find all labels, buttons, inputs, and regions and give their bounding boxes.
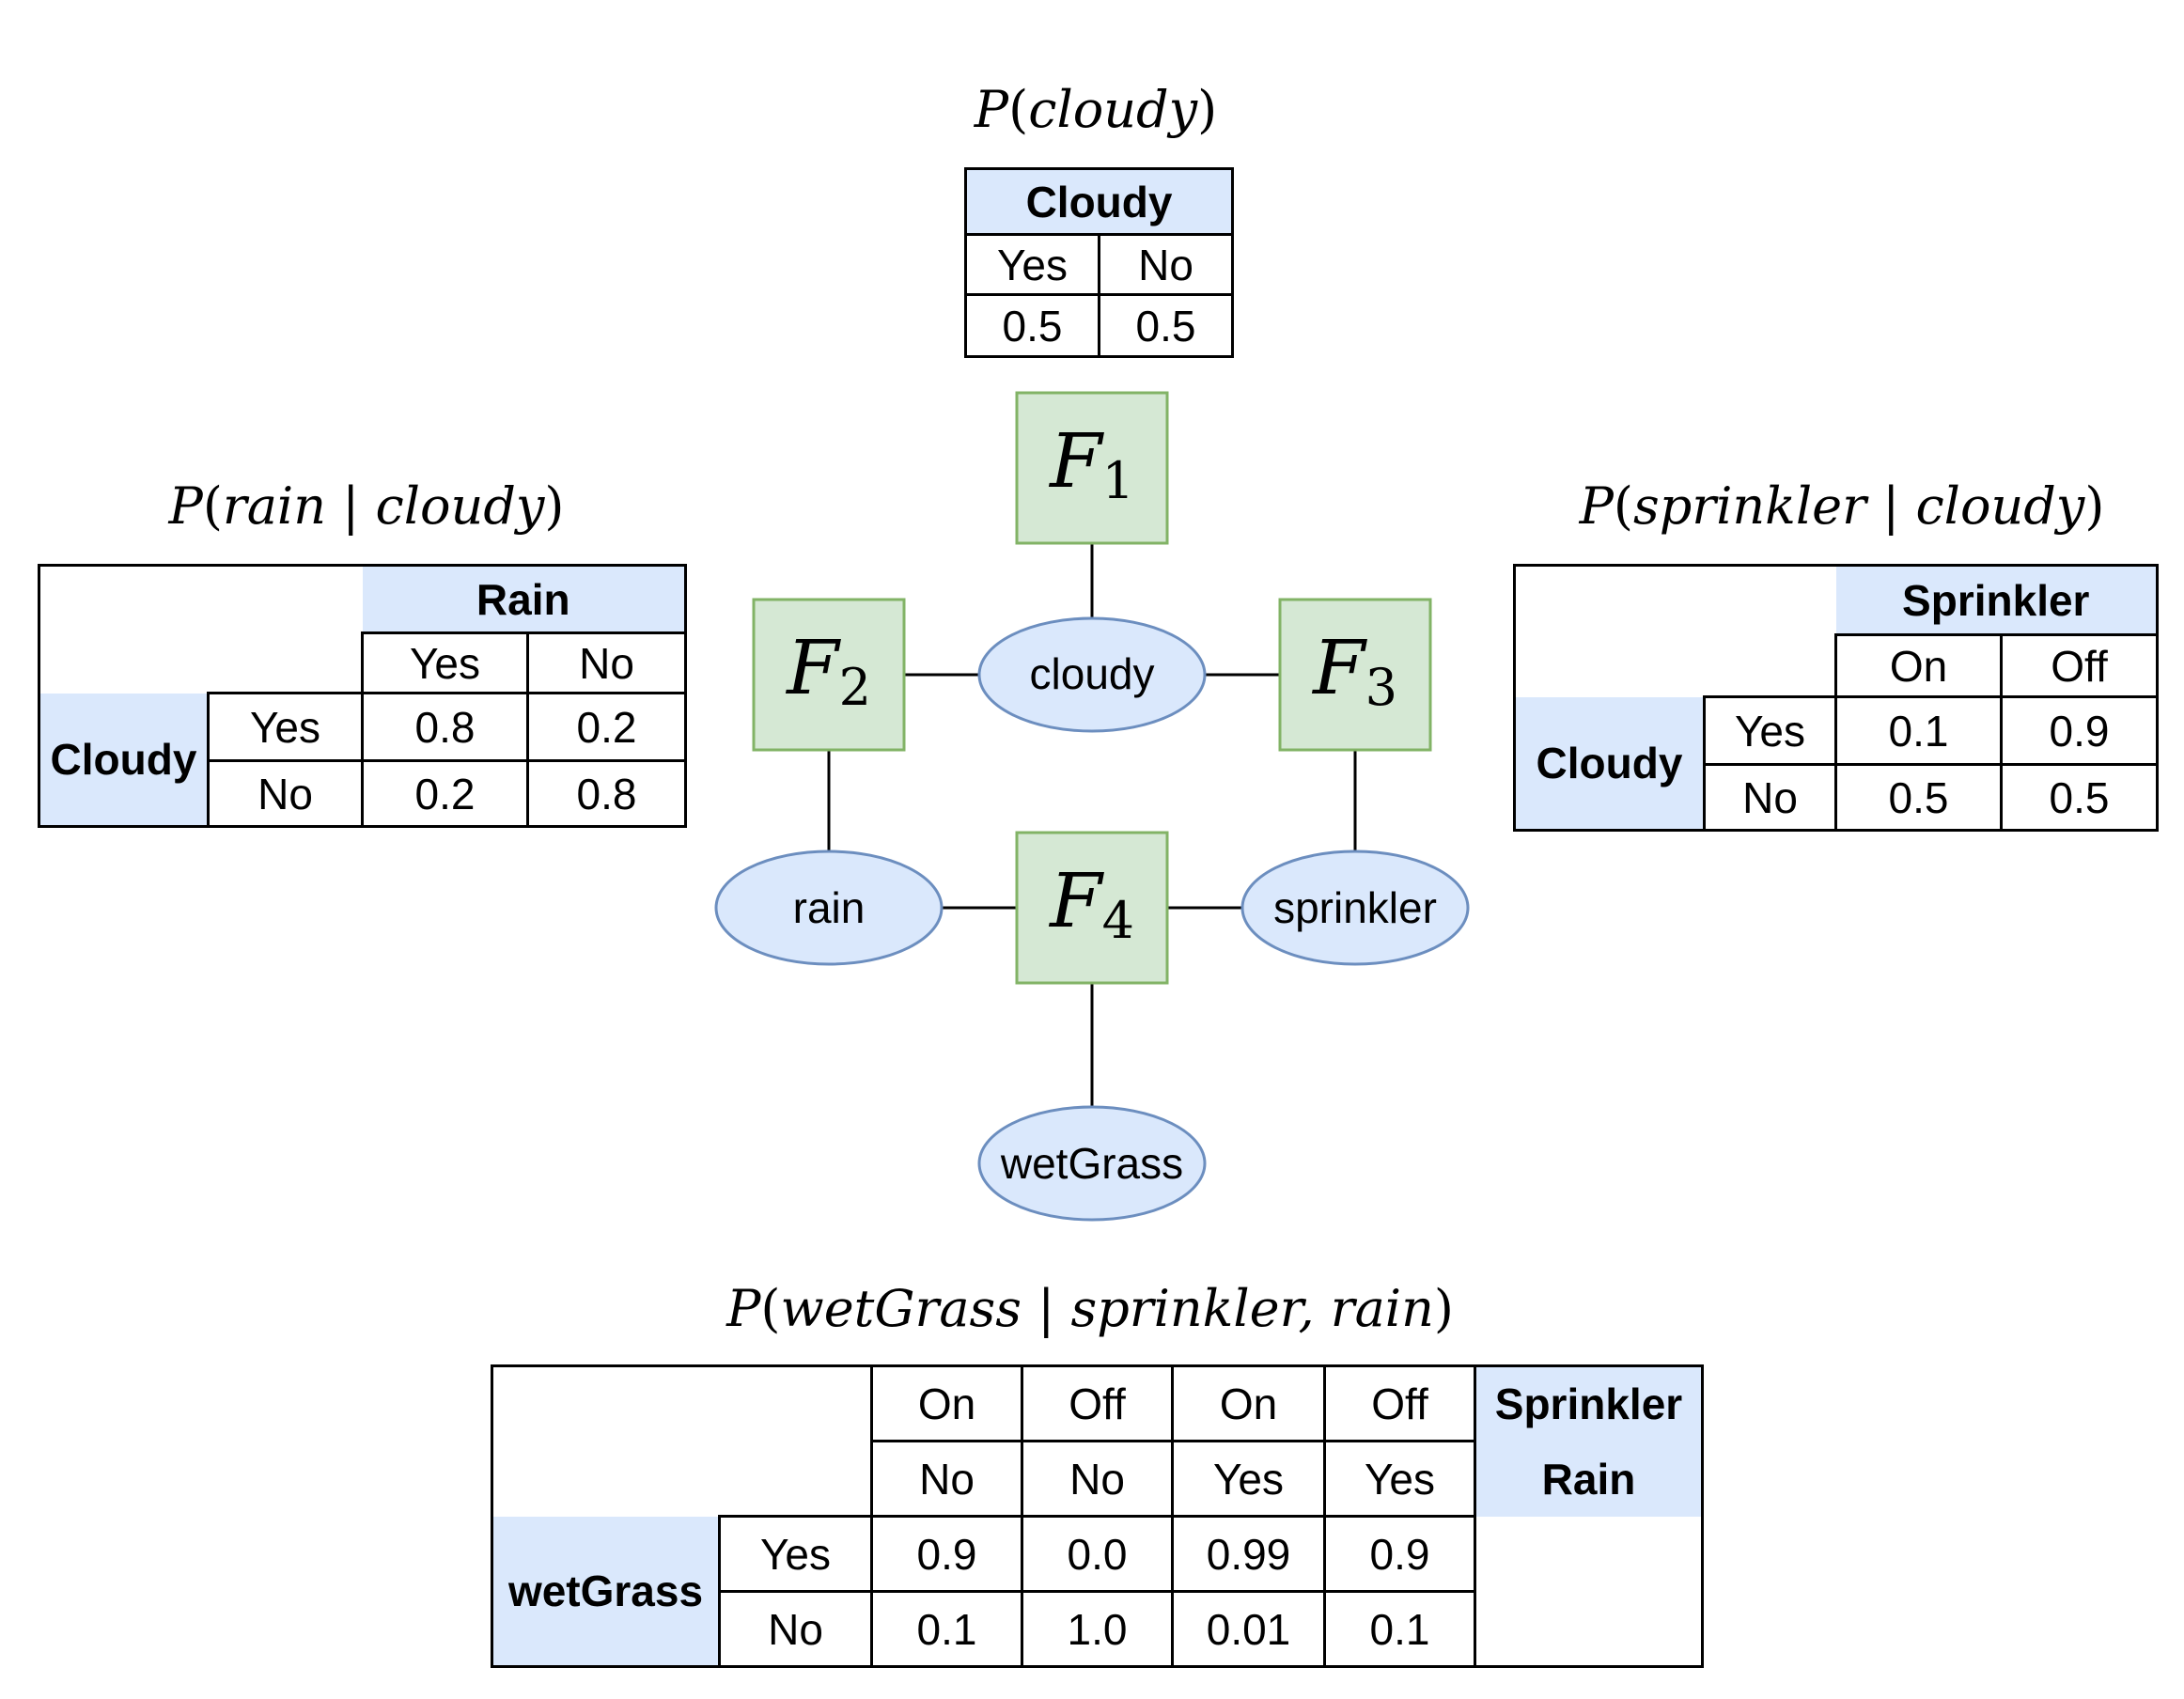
sprinkler-row-label-no: No	[1703, 763, 1837, 832]
sprinkler-col-off: Off	[1999, 633, 2160, 698]
variable-node-rain: rain	[714, 850, 944, 966]
sprinkler-row-label-yes: Yes	[1703, 695, 1837, 766]
rain-row-label-no: No	[207, 759, 364, 828]
wetgrass-col-sprinkler: Off	[1323, 1364, 1476, 1442]
rain-cell: 0.2	[526, 692, 687, 762]
rain-cell: 0.2	[361, 759, 529, 828]
sprinkler-cell: 0.5	[1999, 763, 2160, 832]
wetgrass-col-rain: Yes	[1323, 1440, 1476, 1518]
sprinkler-cell: 0.9	[1999, 695, 2160, 766]
rain-table-corner	[39, 565, 363, 633]
rain-table-corner-lower	[39, 632, 363, 694]
variable-node-sprinkler: sprinkler	[1240, 850, 1470, 966]
wetgrass-col-rain: No	[870, 1440, 1023, 1518]
caption-p-rain-given-cloudy: P(rain | cloudy)	[168, 476, 565, 536]
cloudy-value-no: 0.5	[1097, 293, 1235, 358]
table-p-sprinkler-given-cloudy: Sprinkler On Off Cloudy Yes 0.1 0.9 No 0…	[1513, 564, 2160, 832]
wetgrass-col-sprinkler: On	[1171, 1364, 1326, 1442]
wetgrass-header-sprinkler: Sprinkler	[1474, 1365, 1703, 1442]
wetgrass-col-sprinkler: Off	[1021, 1364, 1174, 1442]
rain-row-header-cloudy: Cloudy	[39, 693, 209, 827]
sprinkler-cell: 0.5	[1834, 763, 2003, 832]
factor-node-f4: F4	[1015, 831, 1169, 985]
wetgrass-cell: 0.1	[870, 1590, 1023, 1668]
sprinkler-col-on: On	[1834, 633, 2003, 698]
table-p-rain-given-cloudy: Rain Yes No Cloudy Yes 0.8 0.2 No 0.2 0.…	[38, 564, 687, 828]
svg-text:F1: F1	[1048, 417, 1134, 510]
rain-row-label-yes: Yes	[207, 692, 364, 762]
graph-edges	[827, 543, 1357, 1107]
rain-col-yes: Yes	[361, 631, 529, 694]
svg-text:F2: F2	[785, 624, 871, 717]
factor-node-f3: F3	[1278, 598, 1432, 752]
svg-text:F4: F4	[1048, 857, 1134, 950]
caption-p-cloudy: P(cloudy)	[974, 80, 1218, 139]
sprinkler-table-corner	[1514, 565, 1836, 635]
sprinkler-column-header: Sprinkler	[1835, 565, 2158, 635]
svg-text:cloudy: cloudy	[1030, 649, 1155, 698]
factor-node-f1: F1	[1015, 391, 1169, 545]
cloudy-value-yes: 0.5	[964, 293, 1100, 358]
wetgrass-row-label-yes: Yes	[718, 1515, 873, 1593]
wetgrass-cell: 0.9	[1323, 1515, 1476, 1593]
sprinkler-table-corner-lower	[1514, 634, 1836, 697]
svg-text:F3: F3	[1311, 624, 1397, 717]
wetgrass-cell: 0.99	[1171, 1515, 1326, 1593]
svg-text:rain: rain	[793, 883, 866, 932]
wetgrass-cell: 0.1	[1323, 1590, 1476, 1668]
sprinkler-cell: 0.1	[1834, 695, 2003, 766]
wetgrass-cell: 1.0	[1021, 1590, 1174, 1668]
wetgrass-row-header: wetGrass	[491, 1516, 720, 1667]
table-p-cloudy: Cloudy Yes No 0.5 0.5	[964, 167, 1235, 358]
wetgrass-cell: 0.9	[870, 1515, 1023, 1593]
rain-col-no: No	[526, 631, 687, 694]
svg-text:wetGrass: wetGrass	[1000, 1139, 1183, 1188]
wetgrass-table-corner-lower	[491, 1441, 872, 1517]
wetgrass-col-rain: Yes	[1171, 1440, 1326, 1518]
factor-node-f2: F2	[752, 598, 906, 752]
wetgrass-col-sprinkler: On	[870, 1364, 1023, 1442]
cloudy-col-no: No	[1097, 233, 1235, 296]
variable-node-wetgrass: wetGrass	[977, 1105, 1207, 1222]
rain-cell: 0.8	[526, 759, 687, 828]
table-p-wetgrass-given-sprinkler-rain: On Off On Off Sprinkler No No Yes Yes Ra…	[491, 1364, 1704, 1668]
wetgrass-cell: 0.0	[1021, 1515, 1174, 1593]
sprinkler-row-header-cloudy: Cloudy	[1514, 696, 1705, 831]
rain-column-header: Rain	[362, 565, 686, 633]
wetgrass-table-corner	[491, 1365, 872, 1442]
wetgrass-cell: 0.01	[1171, 1590, 1326, 1668]
rain-cell: 0.8	[361, 692, 529, 762]
caption-p-sprinkler-given-cloudy: P(sprinkler | cloudy)	[1579, 476, 2105, 536]
wetgrass-col-rain: No	[1021, 1440, 1174, 1518]
variable-node-cloudy: cloudy	[977, 616, 1207, 733]
wetgrass-header-rain: Rain	[1474, 1441, 1703, 1517]
svg-text:sprinkler: sprinkler	[1273, 883, 1437, 932]
cloudy-column-header: Cloudy	[965, 168, 1233, 235]
wetgrass-row-label-no: No	[718, 1590, 873, 1668]
wetgrass-table-filler	[1474, 1516, 1703, 1667]
caption-p-wetgrass-given-sprinkler-rain: P(wetGrass | sprinkler, rain)	[726, 1279, 1454, 1338]
cloudy-col-yes: Yes	[964, 233, 1100, 296]
